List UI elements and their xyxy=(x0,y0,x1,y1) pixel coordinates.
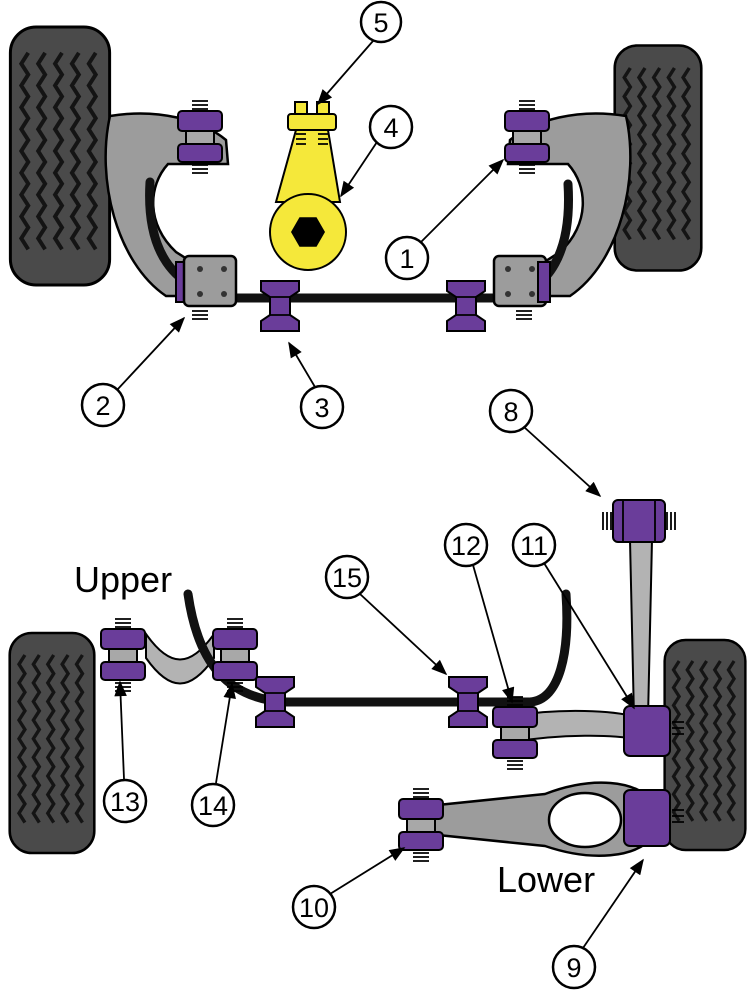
rear-vertical-link xyxy=(628,539,654,719)
callout-9-circle xyxy=(551,944,597,990)
svg-text:8: 8 xyxy=(503,397,518,427)
rear-left-tire xyxy=(8,631,96,855)
callout-15-circle xyxy=(324,554,370,600)
svg-text:15: 15 xyxy=(332,563,362,593)
callout-13-circle xyxy=(102,778,148,824)
callout-9: 9 xyxy=(551,858,644,990)
callout-8-circle xyxy=(488,388,534,434)
callout-11-circle xyxy=(511,522,557,568)
lower-arm-outer-bushing xyxy=(623,789,684,847)
callout-5: 5 xyxy=(316,0,403,106)
callout-13: 13 xyxy=(102,680,148,824)
rear-right-tire xyxy=(663,638,747,852)
callout-14: 14 xyxy=(190,682,236,828)
toe-arm-outer-bushing xyxy=(623,705,684,757)
rear-suspension: Upper Lower xyxy=(8,499,747,900)
mount-bolt-left xyxy=(294,101,308,115)
callout-12: 12 xyxy=(443,522,515,704)
svg-text:14: 14 xyxy=(198,791,228,821)
callout-5-circle xyxy=(359,0,403,44)
engine-mount-dogbone xyxy=(274,129,342,203)
rear-upper-arm-bushing-left xyxy=(100,618,146,692)
lower-label: Lower xyxy=(497,859,595,900)
rear-upper-arm xyxy=(145,630,215,685)
lower-arm-hole xyxy=(547,791,623,849)
rear-lower-arm xyxy=(426,781,656,857)
front-arb-bushing-right xyxy=(446,280,486,332)
svg-text:9: 9 xyxy=(566,953,581,983)
callout-4-circle xyxy=(368,104,414,150)
svg-text:1: 1 xyxy=(399,244,414,274)
front-arb-bushing-left xyxy=(260,280,300,332)
front-left-tire xyxy=(8,25,112,287)
callouts: 1 2 3 4 5 8 9 xyxy=(80,0,644,990)
callout-10: 10 xyxy=(291,847,406,930)
callout-4: 4 xyxy=(340,104,414,198)
svg-text:11: 11 xyxy=(520,531,548,561)
callout-15: 15 xyxy=(324,554,448,676)
callout-1-circle xyxy=(384,235,430,281)
svg-text:4: 4 xyxy=(383,113,398,143)
svg-text:12: 12 xyxy=(451,531,481,561)
engine-mount xyxy=(269,101,347,271)
svg-text:2: 2 xyxy=(95,391,110,421)
callout-10-circle xyxy=(291,884,337,930)
rear-link-top-bushing xyxy=(602,499,676,543)
front-right-arb-bracket xyxy=(492,254,551,320)
upper-label: Upper xyxy=(74,559,172,600)
svg-text:10: 10 xyxy=(299,893,329,923)
callout-3-circle xyxy=(299,384,345,430)
mount-bracket xyxy=(287,113,337,131)
callout-1: 1 xyxy=(384,158,505,281)
front-suspension xyxy=(8,25,703,332)
front-left-arb-bracket xyxy=(175,254,238,320)
callout-14-circle xyxy=(190,782,236,828)
rear-upper-arm-bushing-right xyxy=(212,618,258,692)
callout-2: 2 xyxy=(80,316,186,428)
hex-nut xyxy=(291,217,325,247)
callout-2-circle xyxy=(80,382,126,428)
callout-11: 11 xyxy=(511,522,635,710)
svg-text:3: 3 xyxy=(314,393,329,423)
callout-3: 3 xyxy=(288,341,345,430)
callout-8: 8 xyxy=(488,388,602,498)
svg-text:5: 5 xyxy=(373,8,388,38)
callout-12-circle xyxy=(443,522,489,568)
svg-text:13: 13 xyxy=(110,787,140,817)
